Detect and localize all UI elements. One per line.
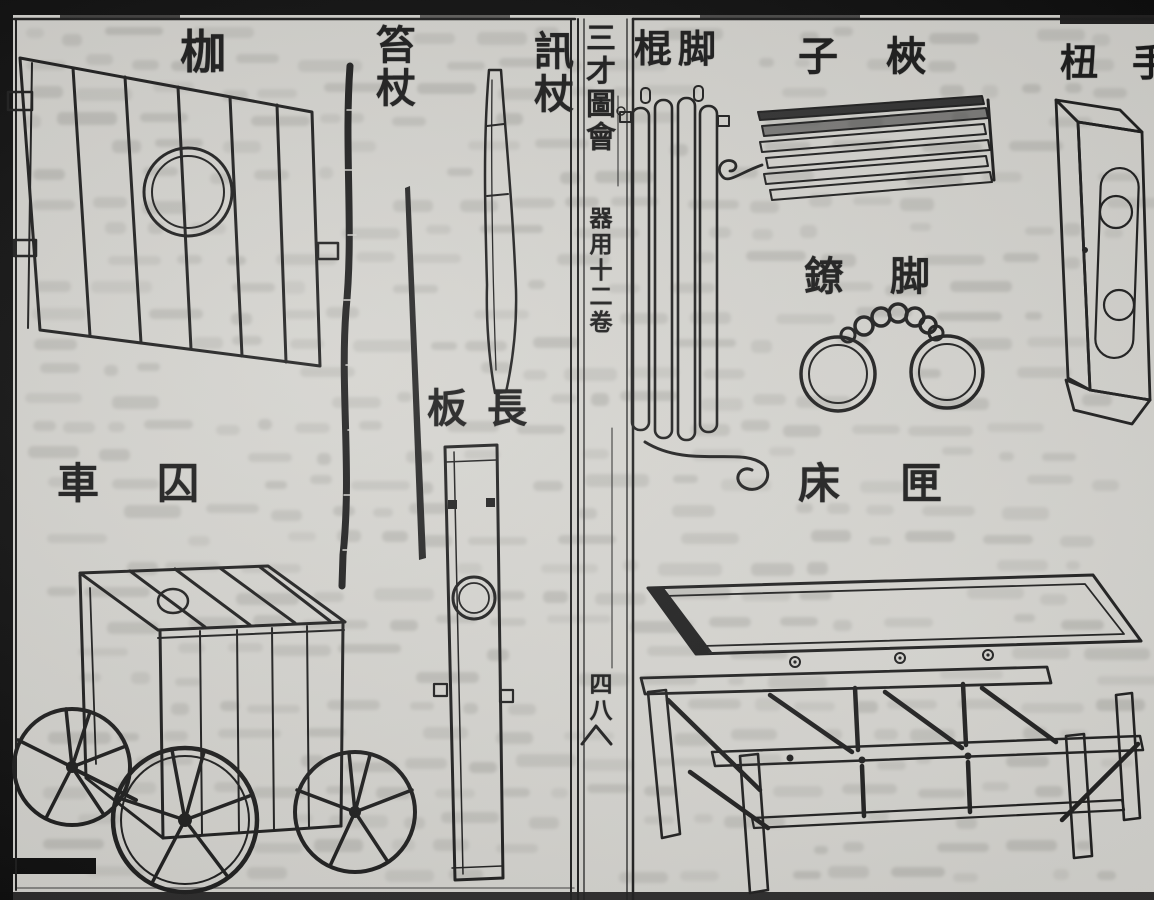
restraint-bed-illustration xyxy=(639,573,1145,895)
spine-marks xyxy=(580,95,626,746)
cangue-illustration xyxy=(6,56,340,368)
label-hand-cuffs: 杻手 xyxy=(1060,43,1154,85)
chain-links xyxy=(853,302,938,337)
spine-section-title: 器用十二卷 xyxy=(586,206,611,336)
cangue-hasp xyxy=(316,241,340,261)
label-leg-press: 棍脚 xyxy=(634,29,723,71)
cart-wheel xyxy=(293,750,417,874)
finger-squeezer-illustration xyxy=(718,95,996,201)
board-side-tab xyxy=(432,682,449,698)
cart-wheel xyxy=(12,707,132,827)
fishtail-mark xyxy=(580,724,613,746)
long-board-illustration xyxy=(432,443,515,882)
bed-leg xyxy=(738,752,770,895)
label-prisoner-cart: 車囚 xyxy=(57,462,258,508)
label-long-board: 板長 xyxy=(427,386,547,431)
bed-braces xyxy=(665,681,1141,831)
leg-irons-illustration xyxy=(799,302,985,413)
cangue-hasp xyxy=(6,90,34,112)
page-frame xyxy=(12,17,1154,900)
cart-wheel xyxy=(110,745,260,895)
bed-pegs xyxy=(789,649,994,668)
leg-press-rope xyxy=(643,440,769,491)
spine-leaf-number: 四八 xyxy=(586,672,611,724)
label-finger-squeezer: 子梜 xyxy=(798,34,974,79)
cart-axle xyxy=(74,768,138,802)
hand-cuffs-illustration xyxy=(1054,98,1152,426)
thin-stick-illustration xyxy=(405,186,426,560)
spine-book-title: 三才圖會 xyxy=(581,22,614,154)
label-light-rod: 笞杖 xyxy=(370,24,415,110)
label-interrogation-rod: 訊杖 xyxy=(528,30,573,116)
bed-leg xyxy=(1064,732,1094,860)
prisoner-cart-illustration xyxy=(12,564,417,895)
bed-leg xyxy=(1114,691,1142,822)
label-restraint-bed: 床匣 xyxy=(798,462,1003,508)
light-rod-illustration xyxy=(338,62,357,590)
board-side-tab xyxy=(498,688,515,704)
bed-leg xyxy=(646,688,682,840)
label-leg-irons: 鐐脚 xyxy=(804,254,976,299)
cangue-hasp xyxy=(12,238,38,258)
leg-press-illustration xyxy=(619,85,769,491)
label-cangue: 枷 xyxy=(180,27,226,78)
finger-squeezer-rope xyxy=(718,159,764,181)
interrogation-rod-illustration xyxy=(483,68,518,395)
